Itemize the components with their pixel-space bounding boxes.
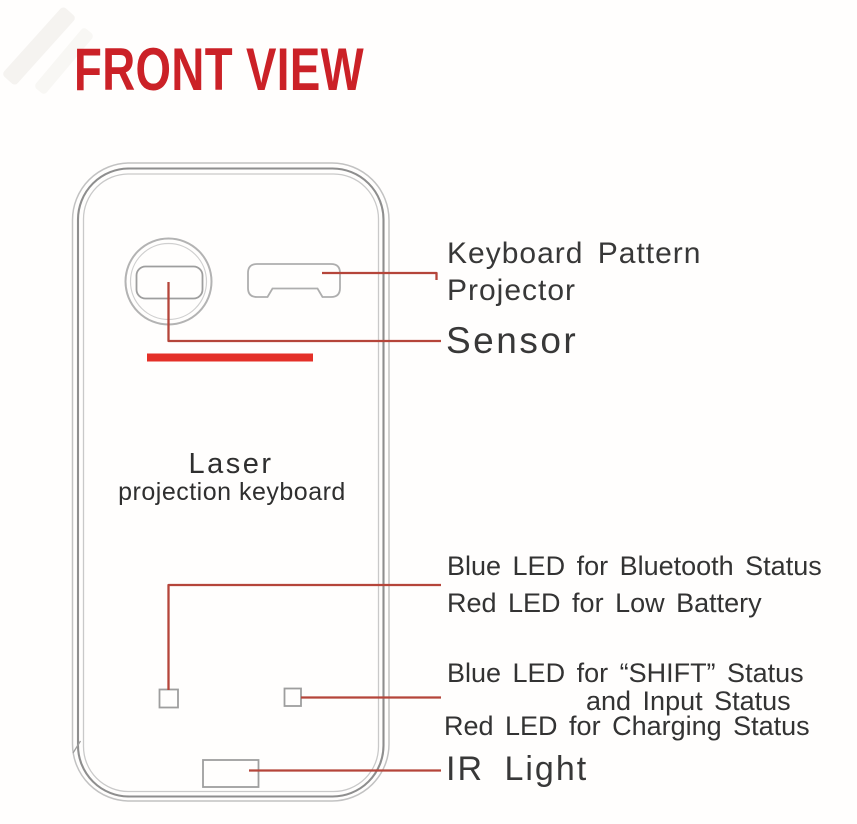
label-shift-led-line3: Red LED for Charging Status <box>444 711 810 741</box>
bluetooth-battery-led-window <box>158 688 179 709</box>
device-name-line2: projection keyboard <box>118 478 346 506</box>
keyboard-pattern-projector <box>247 263 341 298</box>
ir-light-window <box>202 759 260 788</box>
callout-line-projector <box>322 271 438 280</box>
callout-line-sensor <box>167 282 441 343</box>
device-name-line1: Laser <box>188 448 274 480</box>
device-outline-middle <box>76 167 385 798</box>
label-projector-line2: Projector <box>447 274 577 307</box>
laser-bar <box>147 353 313 362</box>
callout-line-bluetooth-led <box>167 583 441 690</box>
label-bluetooth-led-line2: Red LED for Low Battery <box>447 588 762 618</box>
label-bluetooth-led-line1: Blue LED for Bluetooth Status <box>447 551 822 581</box>
shift-charging-led-window <box>283 687 302 707</box>
device-outline-outer <box>71 162 390 802</box>
label-sensor: Sensor <box>446 320 579 361</box>
case-seam-tick <box>72 740 82 754</box>
device-outline-inner <box>82 173 380 793</box>
label-shift-led-line1: Blue LED for “SHIFT” Status <box>447 658 804 688</box>
label-shift-led-line2: and Input Status <box>586 686 791 716</box>
label-projector-line1: Keyboard Pattern <box>447 237 702 270</box>
page-title: FRONT VIEW <box>74 36 365 103</box>
label-ir-light: IR Light <box>446 750 589 788</box>
